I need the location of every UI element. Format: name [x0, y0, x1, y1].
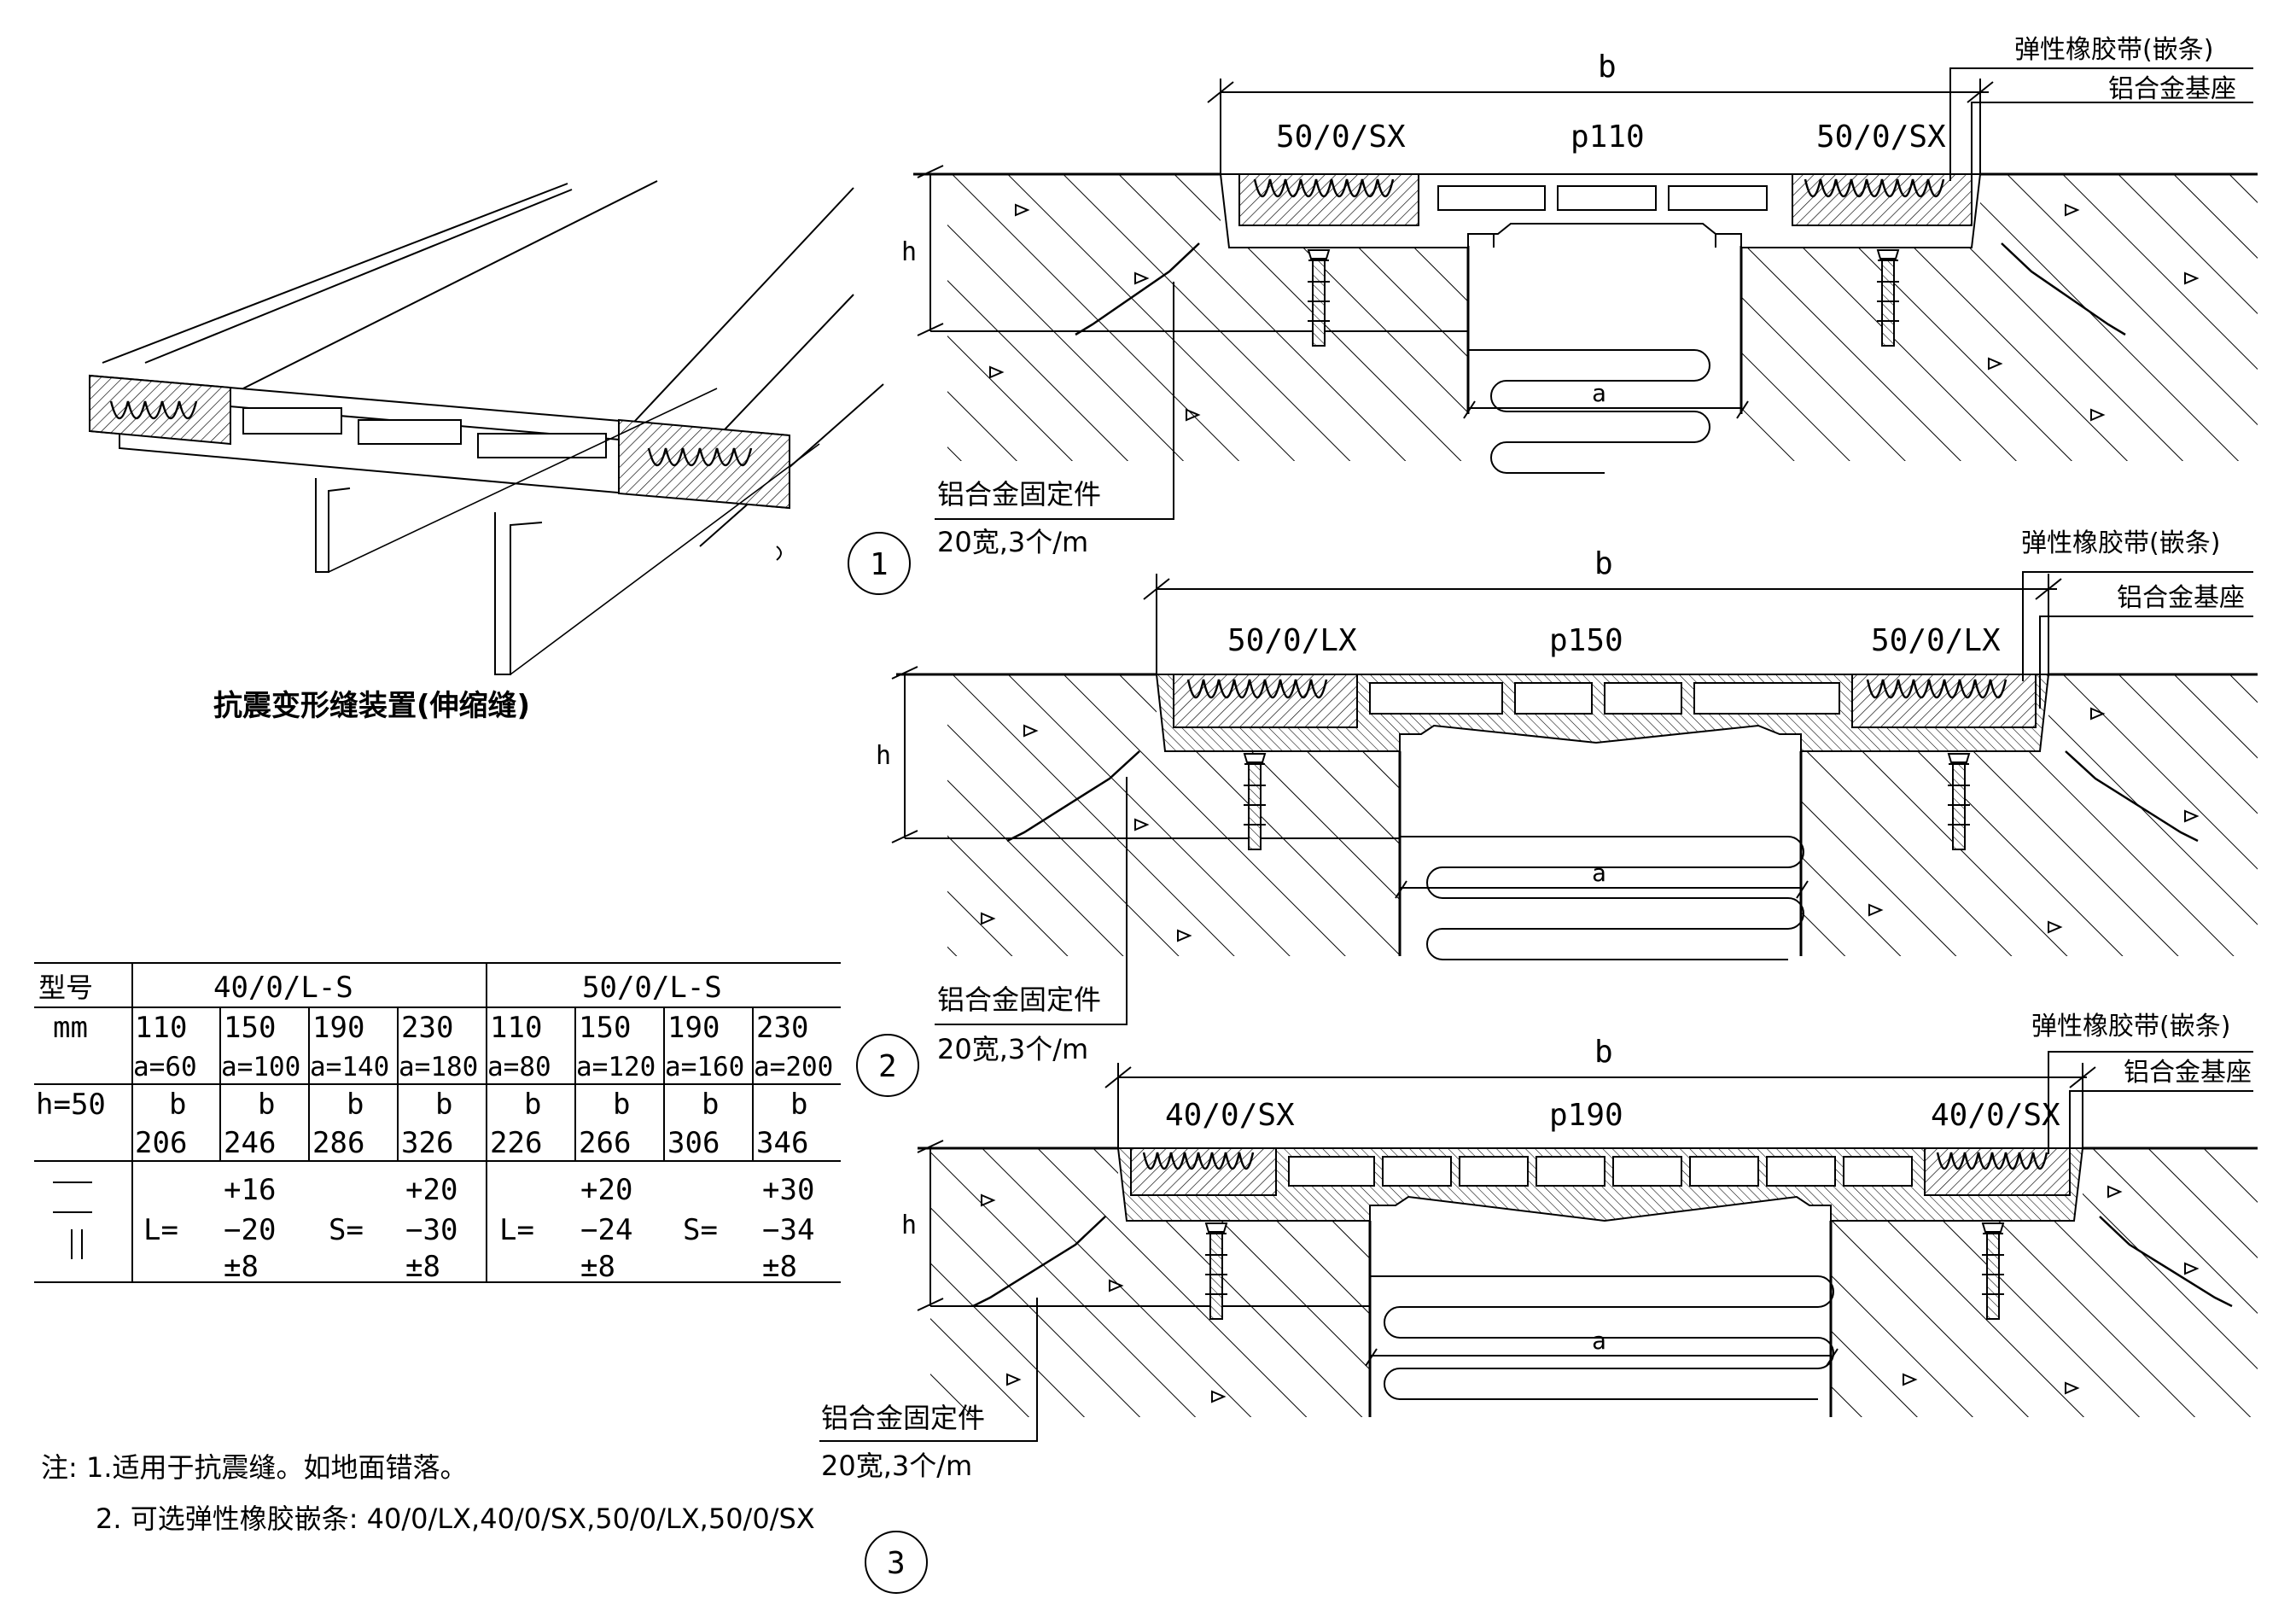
table-a-value: a=160: [665, 1052, 744, 1082]
detail-2-left-model: 50/0/LX: [1227, 623, 1357, 658]
movement-S-value: ±8: [405, 1250, 440, 1284]
detail-3-right-model: 40/0/SX: [1931, 1098, 2060, 1133]
table-b-label: b: [702, 1088, 719, 1122]
table-size: 150: [224, 1011, 276, 1045]
movement-L-value: +16: [224, 1173, 276, 1207]
movement-S-value: −30: [405, 1213, 457, 1247]
detail-2-number: 2: [878, 1049, 897, 1084]
detail-1-callout-rubber: 弹性橡胶带(嵌条): [2014, 35, 2213, 65]
detail-1-number: 1: [870, 547, 889, 582]
detail-1-right-model: 50/0/SX: [1816, 120, 1946, 155]
detail-1-h-label: h: [901, 237, 917, 267]
table-b-value: 306: [667, 1126, 720, 1160]
detail-1-fixing-spec: 20宽,3个/m: [937, 526, 1088, 558]
detail-2-fixing-spec: 20宽,3个/m: [937, 1033, 1088, 1065]
table-size: 150: [579, 1011, 631, 1045]
detail-3-number: 3: [887, 1546, 906, 1581]
table-b-label: b: [790, 1088, 807, 1122]
isometric-view: [89, 180, 884, 675]
table-b-label: b: [258, 1088, 275, 1122]
table-b-value: 206: [135, 1126, 187, 1160]
table-size: 190: [667, 1011, 720, 1045]
detail-2: [856, 571, 2258, 1097]
detail-1-fixing-label: 铝合金固定件: [937, 478, 1101, 511]
movement-L-value: ±8: [224, 1250, 259, 1284]
detail-3-fixing-label: 铝合金固定件: [821, 1402, 985, 1434]
movement-S-value: +30: [762, 1173, 814, 1207]
table-b-value: 326: [401, 1126, 453, 1160]
movement-S-label: S=: [329, 1213, 364, 1247]
note-line-2: 2. 可选弹性橡胶嵌条: 40/0/LX,40/0/SX,50/0/LX,50/…: [96, 1502, 815, 1535]
detail-2-a-label: a: [1592, 859, 1606, 887]
table-a-value: a=80: [487, 1052, 551, 1082]
detail-2-b-label: b: [1594, 546, 1613, 581]
spec-table: [34, 962, 841, 1283]
detail-3-a-label: a: [1592, 1327, 1606, 1355]
table-b-label: b: [524, 1088, 541, 1122]
table-b-label: b: [347, 1088, 364, 1122]
movement-S-value: +20: [405, 1173, 457, 1207]
detail-3-fixing-spec: 20宽,3个/m: [821, 1450, 972, 1482]
table-b-value: 246: [224, 1126, 276, 1160]
note-line-1: 注: 1.适用于抗震缝。如地面错落。: [41, 1451, 468, 1484]
table-b-value: 286: [312, 1126, 364, 1160]
movement-S-value: −34: [762, 1213, 814, 1247]
detail-2-fixing-label: 铝合金固定件: [937, 983, 1101, 1016]
detail-3-center-model: p190: [1549, 1098, 1623, 1133]
detail-2-h-label: h: [876, 741, 891, 771]
table-b-value: 226: [490, 1126, 542, 1160]
detail-1-left-model: 50/0/SX: [1276, 120, 1406, 155]
detail-3-callout-rubber: 弹性橡胶带(嵌条): [2031, 1012, 2230, 1041]
detail-3-left-model: 40/0/SX: [1165, 1098, 1295, 1133]
movement-L-value: +20: [580, 1173, 632, 1207]
table-size: 110: [135, 1011, 187, 1045]
table-group1-model: 40/0/L-S: [213, 971, 353, 1005]
table-a-value: a=100: [221, 1052, 300, 1082]
table-a-value: a=200: [754, 1052, 833, 1082]
table-row-label-model: 型号: [38, 971, 93, 1004]
table-b-label: b: [435, 1088, 452, 1122]
table-size: 110: [490, 1011, 542, 1045]
detail-1-callout-base: 铝合金基座: [2108, 74, 2236, 104]
table-b-label: b: [169, 1088, 186, 1122]
table-group2-model: 50/0/L-S: [582, 971, 722, 1005]
detail-3-callout-base: 铝合金基座: [2124, 1058, 2252, 1088]
table-size: 230: [756, 1011, 808, 1045]
isometric-title: 抗震变形缝装置(伸缩缝): [213, 689, 530, 723]
movement-S-value: ±8: [762, 1250, 797, 1284]
table-b-label: b: [613, 1088, 630, 1122]
detail-1-b-label: b: [1598, 50, 1617, 85]
table-a-value: a=120: [576, 1052, 656, 1082]
table-a-value: a=140: [310, 1052, 389, 1082]
movement-L-label: L=: [499, 1213, 534, 1247]
movement-L-value: −24: [580, 1213, 632, 1247]
table-size: 190: [312, 1011, 364, 1045]
table-row-label-mm: mm: [53, 1011, 88, 1045]
spec-table-text: 型号 40/0/L-S 50/0/L-S mm h=50 110 150 190…: [36, 971, 833, 1284]
table-a-value: a=60: [133, 1052, 197, 1082]
detail-1-center-model: p110: [1570, 120, 1645, 155]
detail-2-text: b h a 50/0/LX p150 50/0/LX 弹性橡胶带(嵌条) 铝合金…: [876, 528, 2245, 1084]
table-a-value: a=180: [399, 1052, 478, 1082]
movement-L-value: −20: [224, 1213, 276, 1247]
table-b-value: 346: [756, 1126, 808, 1160]
detail-2-callout-base: 铝合金基座: [2117, 583, 2245, 613]
movement-L-value: ±8: [580, 1250, 615, 1284]
detail-2-callout-rubber: 弹性橡胶带(嵌条): [2021, 528, 2220, 558]
movement-L-label: L=: [143, 1213, 178, 1247]
detail-3-b-label: b: [1594, 1035, 1613, 1070]
detail-1-text: b h a 50/0/SX p110 50/0/SX 弹性橡胶带(嵌条) 铝合金…: [870, 35, 2236, 582]
table-b-value: 266: [579, 1126, 631, 1160]
detail-2-right-model: 50/0/LX: [1871, 623, 2001, 658]
detail-3-h-label: h: [901, 1211, 917, 1240]
detail-1: [848, 67, 2258, 595]
detail-2-center-model: p150: [1549, 623, 1623, 658]
table-size: 230: [401, 1011, 453, 1045]
detail-3-text: b h a 40/0/SX p190 40/0/SX 弹性橡胶带(嵌条) 铝合金…: [821, 1012, 2252, 1581]
detail-3: [819, 1051, 2258, 1594]
detail-1-a-label: a: [1592, 379, 1606, 407]
table-row-label-h: h=50: [36, 1088, 106, 1122]
movement-S-label: S=: [683, 1213, 718, 1247]
